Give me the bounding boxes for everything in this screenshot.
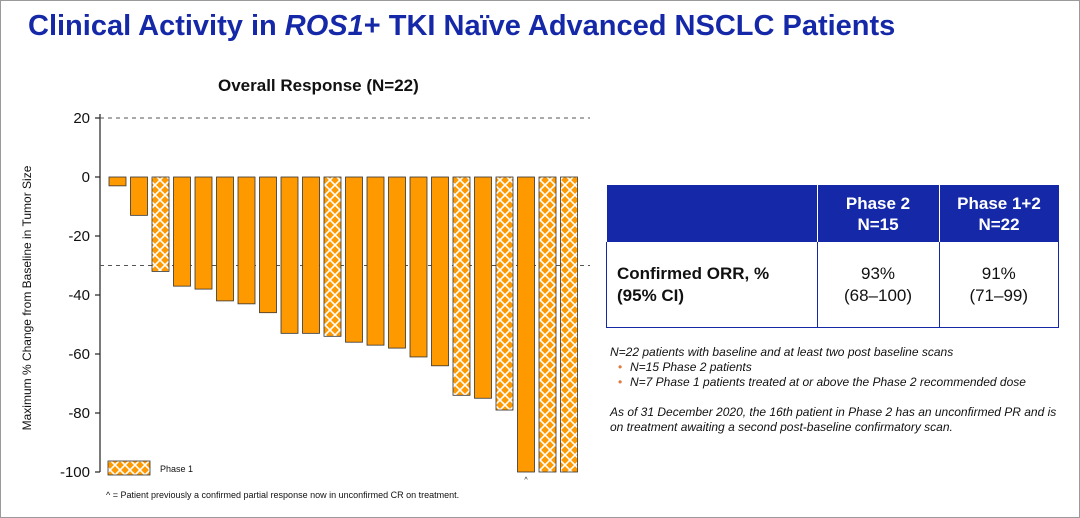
notes-bullet-text: N=15 Phase 2 patients: [630, 360, 752, 374]
notes-asof: As of 31 December 2020, the 16th patient…: [610, 405, 1057, 434]
bar-phase1: [151, 176, 170, 272]
bar-phase1: [538, 176, 557, 473]
bullet-dot-icon: •: [618, 375, 623, 389]
header-phase12-n: N=22: [978, 214, 1020, 234]
bar: [173, 176, 191, 287]
bar: [517, 176, 535, 473]
notes-intro: N=22 patients with baseline and at least…: [610, 345, 954, 359]
notes-bullet: • N=7 Phase 1 patients treated at or abov…: [618, 375, 1065, 390]
y-tick-label: 20: [73, 110, 90, 127]
bar: [194, 176, 213, 290]
cell-phase2-ci: (68–100): [843, 285, 913, 305]
notes: N=22 patients with baseline and at least…: [610, 345, 1065, 435]
bar: [216, 176, 234, 302]
bar-marker: ^: [524, 477, 528, 484]
row-label: Confirmed ORR, %(95% CI): [606, 242, 818, 328]
y-axis-label: Maximum % Change from Baseline in Tumor …: [20, 165, 34, 430]
cell-phase12-value: 91%: [981, 263, 1016, 283]
y-tick-label: -20: [68, 228, 90, 245]
notes-bullet-text: N=7 Phase 1 patients treated at or above…: [630, 375, 1026, 389]
cell-phase12-ci: (71–99): [969, 285, 1029, 305]
bar: [280, 176, 299, 334]
header-phase12-label: Phase 1+2: [957, 193, 1041, 213]
bar: [237, 176, 256, 305]
title-suffix: + TKI Naïve Advanced NSCLC Patients: [363, 10, 896, 42]
bullet-dot-icon: •: [618, 360, 623, 374]
cell-phase2: 93%(68–100): [817, 242, 940, 328]
y-tick-label: -80: [68, 405, 90, 422]
bar-phase1: [560, 176, 578, 473]
bar: [108, 176, 127, 187]
header-phase2-n: N=15: [857, 214, 899, 234]
bar: [130, 176, 148, 216]
bar-phase1: [495, 176, 514, 411]
bar: [302, 176, 320, 334]
bar: [259, 176, 277, 314]
y-tick-label: -100: [60, 464, 90, 481]
y-tick-label: 0: [82, 169, 90, 186]
cell-phase12: 91%(71–99): [939, 242, 1059, 328]
legend-swatch: [107, 460, 151, 476]
bar: [431, 176, 449, 367]
bar: [388, 176, 406, 349]
title-prefix: Clinical Activity in: [28, 10, 285, 42]
bar: [366, 176, 385, 346]
header-phase2-label: Phase 2: [845, 193, 911, 213]
y-tick-label: -40: [68, 287, 90, 304]
bar: [409, 176, 428, 358]
bar: [474, 176, 492, 399]
bar: [345, 176, 363, 343]
bar-phase1: [323, 176, 342, 337]
cell-phase2-value: 93%: [860, 263, 896, 283]
notes-bullet: • N=15 Phase 2 patients: [618, 360, 1065, 375]
slide-title: Clinical Activity in ROS1+ TKI Naïve Adv…: [28, 10, 895, 43]
chart-footnote: ^ = Patient previously a confirmed parti…: [106, 490, 460, 500]
row-label-line1: Confirmed ORR, %: [617, 263, 770, 283]
y-tick-label: -60: [68, 346, 90, 363]
table-row: Confirmed ORR, %(95% CI) 93%(68–100) 91%…: [606, 242, 1059, 328]
row-label-line2: (95% CI): [617, 285, 685, 305]
chart-title: Overall Response (N=22): [218, 76, 419, 95]
bar-phase1: [452, 176, 471, 396]
legend-label: Phase 1: [160, 464, 193, 474]
title-gene: ROS1: [284, 10, 364, 42]
header-empty: [606, 185, 818, 242]
